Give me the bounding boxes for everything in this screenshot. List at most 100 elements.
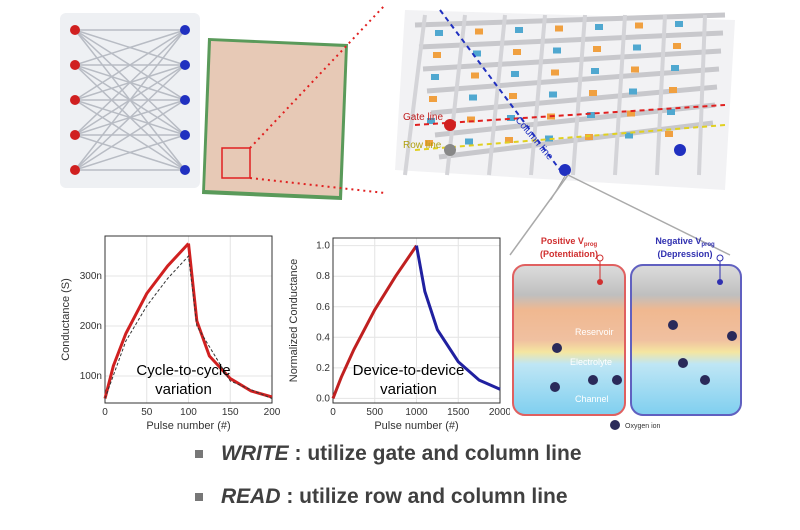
- device-cell: [507, 115, 515, 121]
- x-tick-label: 500: [366, 407, 383, 418]
- x-tick-label: 0: [330, 407, 336, 418]
- chart-annotation: variation: [155, 381, 212, 398]
- device-cell: [435, 30, 443, 36]
- chart-annotation: Device-to-device: [353, 362, 465, 379]
- depression-panel: Negative Vprog (Depression): [630, 236, 742, 416]
- input-node: [70, 60, 80, 70]
- svg-text:(Potentiation): (Potentiation): [540, 249, 598, 259]
- output-node: [180, 60, 190, 70]
- device-cell: [593, 46, 601, 52]
- bullet-write: WRITE : utilize gate and column line: [195, 442, 582, 466]
- y-tick-label: 300n: [80, 271, 102, 282]
- x-tick-label: 0: [102, 407, 108, 418]
- y-tick-label: 1.0: [316, 241, 330, 252]
- y-tick-label: 0.6: [316, 302, 330, 313]
- device-cell: [591, 68, 599, 74]
- svg-text:Negative Vprog: Negative Vprog: [655, 236, 715, 248]
- series-potentiation: [331, 244, 418, 399]
- device-cell: [675, 21, 683, 27]
- device-cell: [433, 52, 441, 58]
- chip-image: [202, 38, 348, 200]
- input-node: [70, 95, 80, 105]
- output-node: [180, 130, 190, 140]
- x-tick-label: 1000: [405, 407, 428, 418]
- device-cell: [465, 138, 473, 145]
- chart-annotation: Cycle-to-cycle: [136, 362, 230, 379]
- device-cell: [427, 118, 435, 124]
- device-cell: [469, 94, 477, 101]
- oxygen-ion-icon: [610, 420, 620, 430]
- device-cell: [505, 137, 513, 143]
- device-cell: [635, 22, 643, 29]
- y-tick-label: 100n: [80, 371, 102, 382]
- plot-frame: [332, 237, 501, 404]
- device-cell: [587, 112, 595, 118]
- svg-text:Positive Vprog: Positive Vprog: [541, 236, 598, 248]
- device-cell: [513, 49, 521, 55]
- chart-annotation: variation: [380, 381, 437, 398]
- y-tick-label: 200n: [80, 321, 102, 332]
- device-cell: [595, 24, 603, 30]
- device-cell: [589, 90, 597, 96]
- series-potentiation: [103, 242, 190, 399]
- bullet-read: READ : utilize row and column line: [195, 485, 568, 509]
- device-cell: [515, 27, 523, 33]
- device-cell: [585, 134, 593, 140]
- output-node: [180, 25, 190, 35]
- series-other-cycles: [104, 254, 273, 399]
- device-cell: [509, 93, 517, 99]
- device-cell: [631, 66, 639, 73]
- input-node: [70, 130, 80, 140]
- device-cell: [669, 87, 677, 93]
- neural-network-illustration: [60, 13, 200, 188]
- y-tick-label: 0.2: [316, 363, 330, 374]
- device-cell: [671, 65, 679, 71]
- plot-frame: [104, 235, 273, 404]
- x-tick-label: 50: [141, 407, 153, 418]
- device-cell: [667, 109, 675, 115]
- device-cell: [673, 43, 681, 49]
- device-cell: [551, 69, 559, 76]
- gate-line-label: Gate line: [403, 112, 443, 123]
- series-depression: [415, 245, 501, 391]
- device-cell: [625, 132, 633, 139]
- device-cell: [471, 72, 479, 79]
- electrolyte-label: Electrolyte: [570, 357, 612, 367]
- y-tick-label: 0.8: [316, 271, 330, 282]
- x-tick-label: 200: [264, 407, 281, 418]
- device-cell: [431, 74, 439, 80]
- device-cell: [555, 25, 563, 32]
- device-cell: [545, 135, 553, 142]
- y-tick-label: 0.4: [316, 332, 330, 343]
- potentiation-panel: Positive Vprog (Potentiation): [512, 236, 626, 416]
- device-cell: [429, 96, 437, 102]
- x-tick-label: 1500: [447, 407, 470, 418]
- x-tick-label: 150: [222, 407, 239, 418]
- oxygen-ions: [550, 320, 737, 392]
- y-axis-label: Conductance (S): [60, 278, 72, 361]
- device-cell: [467, 116, 475, 123]
- oxygen-ion-legend: Oxygen ion: [625, 423, 661, 430]
- device-cell: [665, 131, 673, 137]
- y-tick-label: 0.0: [316, 393, 330, 404]
- reservoir-label: Reservoir: [575, 327, 614, 337]
- device-cell: [627, 110, 635, 117]
- device-cell: [633, 44, 641, 51]
- x-tick-label: 2000: [489, 407, 510, 418]
- zoom-lines: [249, 4, 386, 194]
- device-cell: [629, 88, 637, 95]
- x-tick-label: 100: [180, 407, 197, 418]
- series-depression: [187, 243, 273, 399]
- device-cell: [511, 71, 519, 77]
- svg-text:(Depression): (Depression): [657, 249, 712, 259]
- device-cell: [553, 47, 561, 54]
- magnify-lines: [509, 174, 731, 256]
- channel-label: Channel: [575, 394, 609, 404]
- input-node: [70, 165, 80, 175]
- device-cell: [473, 50, 481, 57]
- input-node: [70, 25, 80, 35]
- output-node: [180, 165, 190, 175]
- x-axis-label: Pulse number (#): [146, 420, 230, 432]
